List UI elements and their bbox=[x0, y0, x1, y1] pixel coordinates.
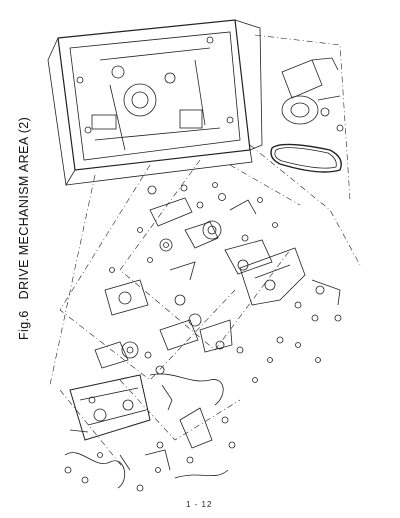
right-bracket bbox=[239, 247, 342, 344]
left-mechanism bbox=[94, 279, 244, 375]
page-number: 1 - 12 bbox=[186, 500, 213, 509]
motor-assembly bbox=[281, 57, 344, 132]
assembly-guide-lines bbox=[49, 34, 361, 471]
small-parts-cable bbox=[64, 429, 229, 492]
main-chassis bbox=[47, 19, 263, 187]
loading-assembly bbox=[69, 373, 236, 471]
screws bbox=[109, 182, 321, 383]
drive-belt bbox=[270, 143, 342, 173]
gear-lever-cluster bbox=[147, 184, 273, 281]
